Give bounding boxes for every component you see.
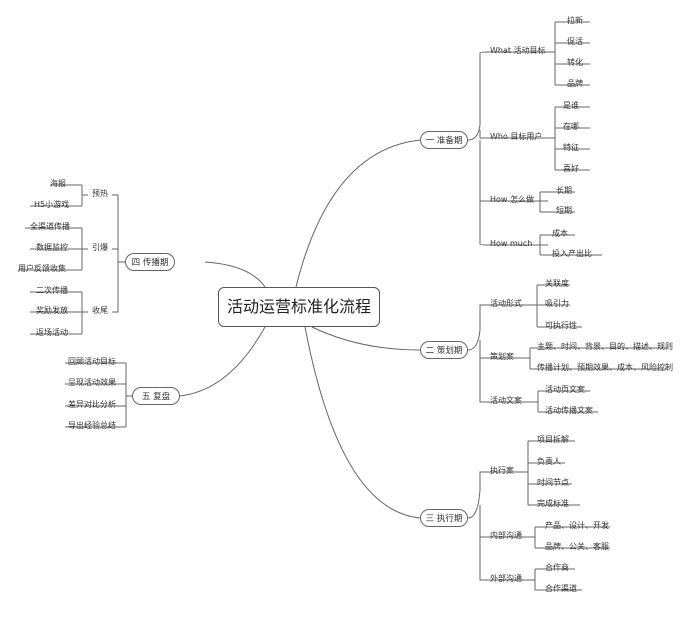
leaf-close-1: 二次传播: [36, 286, 68, 295]
leaf-burst-1: 全渠道传播: [30, 222, 70, 231]
node-how: How 怎么做: [490, 195, 534, 204]
leaf-what-2: 促活: [567, 37, 583, 46]
leaf-external-2: 合作渠道: [545, 584, 577, 593]
branch-spread: 四 传播期: [125, 253, 175, 271]
leaf-what-4: 品牌: [567, 79, 583, 88]
leaf-exec-1: 项目拆解: [537, 435, 569, 444]
leaf-howmuch-1: 成本: [552, 229, 568, 238]
node-execplan: 执行案: [490, 466, 514, 475]
leaf-what-3: 转化: [567, 58, 583, 67]
node-form: 活动形式: [490, 299, 522, 308]
node-scheme: 策划案: [490, 352, 514, 361]
leaf-form-1: 关联度: [545, 279, 569, 288]
leaf-who-2: 在哪: [563, 122, 579, 131]
node-external: 外部沟通: [490, 574, 522, 583]
leaf-internal-2: 品牌、公关、客服: [545, 542, 609, 551]
leaf-copy-2: 活动传播文案: [545, 406, 593, 415]
leaf-who-1: 是谁: [563, 101, 579, 110]
node-what: What 活动目标: [490, 46, 546, 55]
node-howmuch: How much: [490, 239, 533, 248]
branch-exec: 三 执行期: [420, 509, 468, 527]
leaf-form-3: 可执行性: [545, 321, 577, 330]
leaf-exec-2: 负责人: [537, 457, 561, 466]
leaf-close-2: 奖励发放: [36, 306, 68, 315]
leaf-who-3: 特征: [563, 143, 579, 152]
branch-plan: 二 策划期: [420, 341, 468, 359]
leaf-form-2: 吸引力: [545, 299, 569, 308]
leaf-review-4: 导出经验总结: [68, 421, 116, 430]
leaf-warmup-1: 海报: [50, 179, 66, 188]
leaf-review-1: 回顾活动目标: [68, 357, 116, 366]
leaf-scheme-2: 传播计划、预期效果、成本、风险控制: [537, 363, 673, 372]
leaf-review-3: 差异对比分析: [68, 400, 116, 409]
leaf-close-3: 返场活动: [36, 328, 68, 337]
branch-review: 五 复盘: [132, 387, 180, 405]
leaf-howmuch-2: 投入产出比: [552, 249, 592, 258]
leaf-internal-1: 产品、设计、开发: [545, 521, 609, 530]
leaf-burst-2: 数据监控: [36, 243, 68, 252]
leaf-external-1: 合作商: [545, 563, 569, 572]
leaf-exec-4: 完成标准: [537, 499, 569, 508]
node-copy: 活动文案: [490, 396, 522, 405]
root-node: 活动运营标准化流程: [218, 287, 380, 327]
node-close: 收尾: [92, 306, 108, 315]
leaf-exec-3: 时间节点: [537, 478, 569, 487]
node-warmup: 预热: [92, 189, 108, 198]
leaf-who-4: 喜好: [563, 164, 579, 173]
leaf-burst-3: 用户反馈收集: [18, 264, 66, 273]
leaf-warmup-2: H5小游戏: [34, 200, 70, 209]
leaf-how-2: 短期: [556, 206, 572, 215]
leaf-review-2: 呈现活动效果: [68, 378, 116, 387]
node-internal: 内部沟通: [490, 531, 522, 540]
branch-prep: 一 准备期: [420, 131, 468, 149]
node-who: Who 目标用户: [490, 132, 543, 141]
leaf-copy-1: 活动页文案: [545, 385, 585, 394]
leaf-what-1: 拉新: [567, 16, 583, 25]
node-burst: 引爆: [92, 243, 108, 252]
leaf-how-1: 长期: [556, 186, 572, 195]
leaf-scheme-1: 主题、时间、背景、目的、描述、规则: [537, 342, 673, 351]
